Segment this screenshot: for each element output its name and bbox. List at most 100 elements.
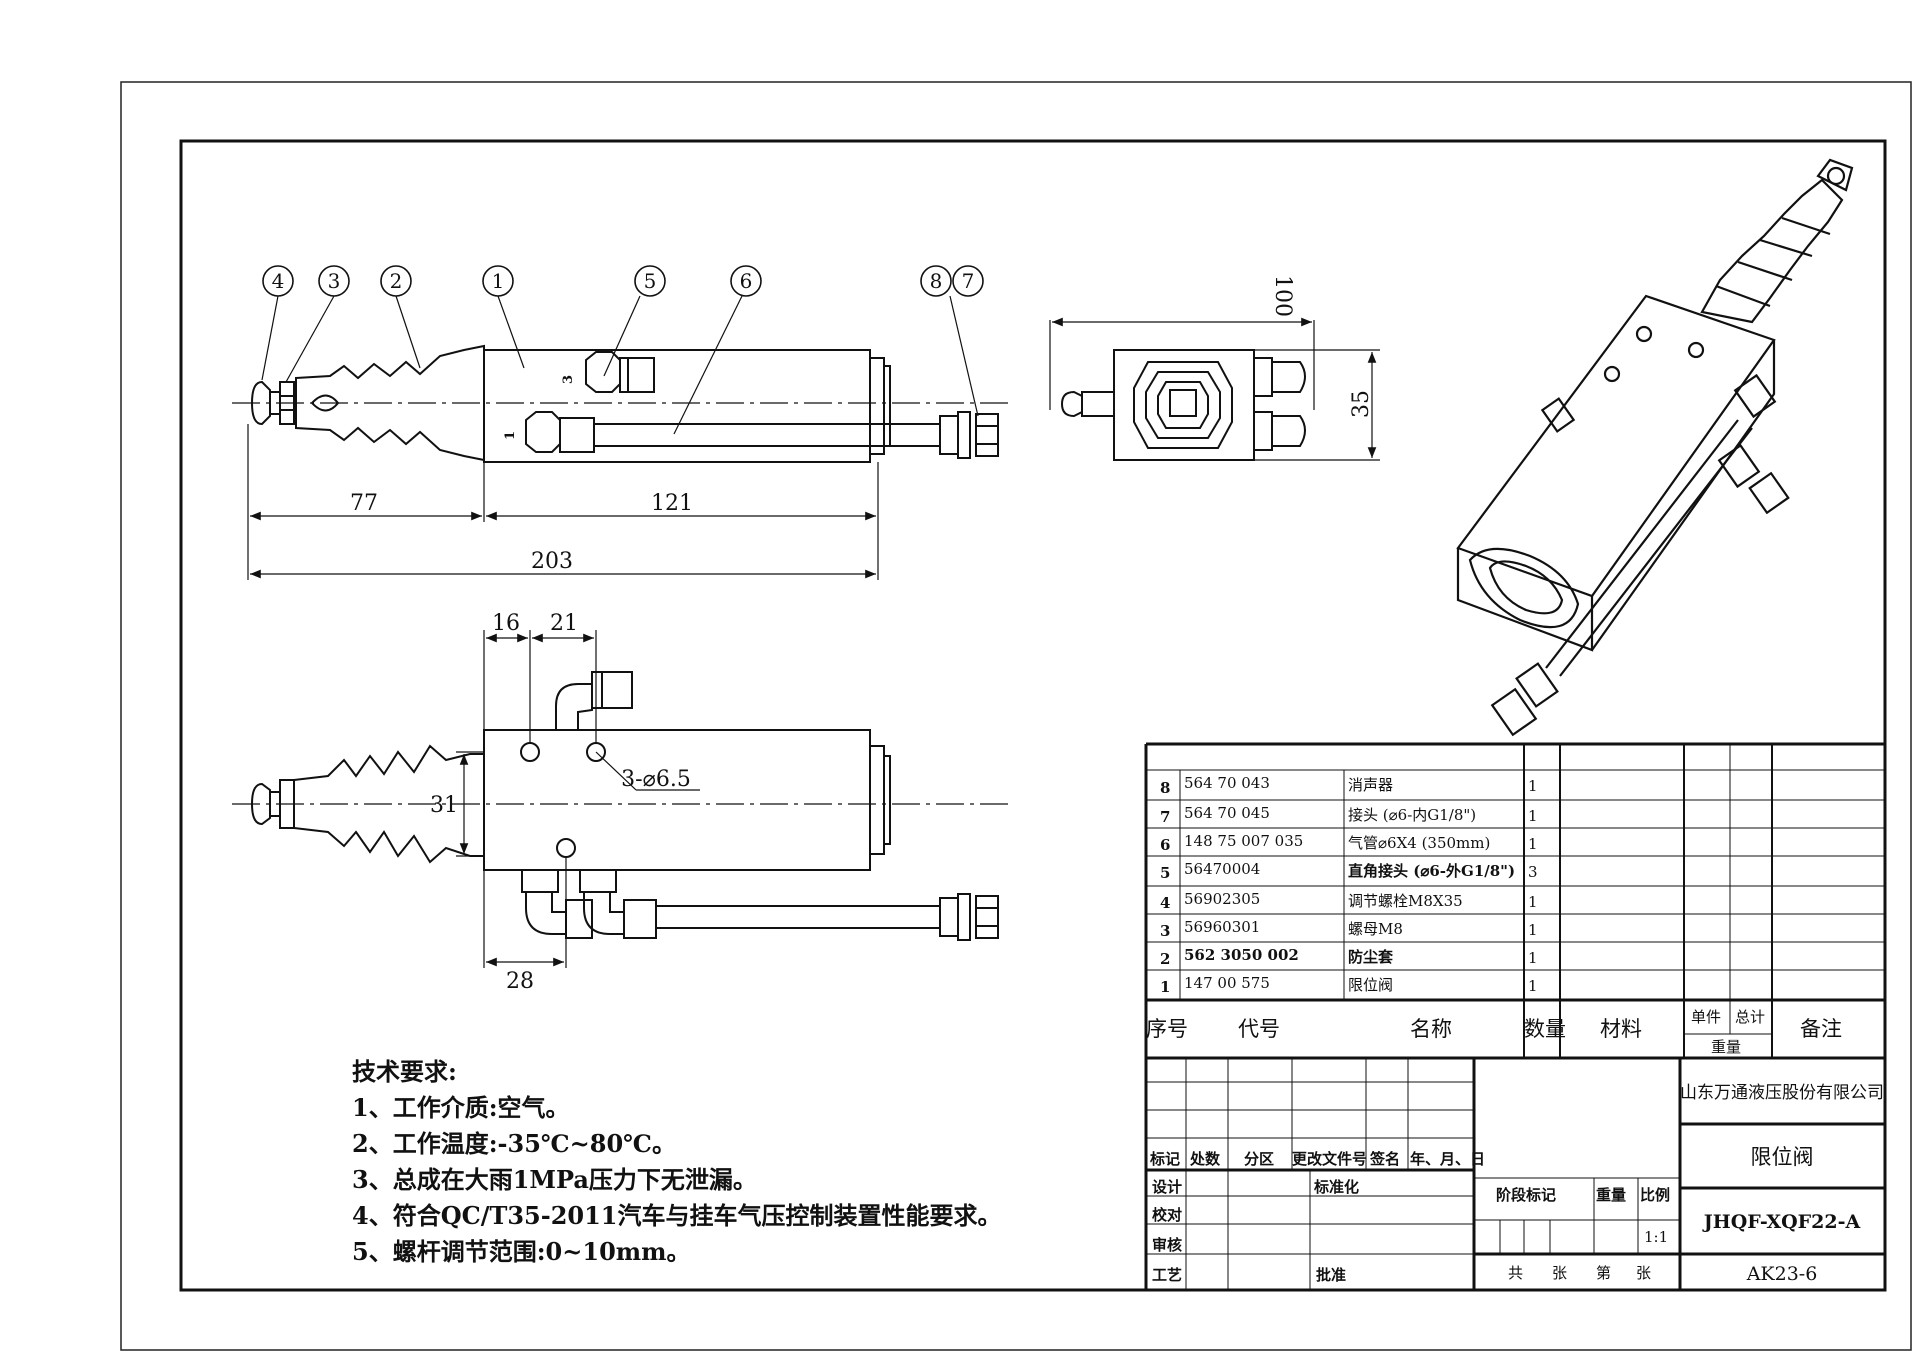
rev-header-sign: 签名 [1369, 1150, 1400, 1168]
bom-name: 限位阀 [1348, 976, 1393, 994]
bom-no: 3 [1160, 922, 1170, 940]
balloon-8 [920, 265, 952, 297]
bom-qty: 1 [1528, 835, 1538, 853]
side-view [1060, 349, 1306, 461]
bom-no: 4 [1160, 894, 1170, 912]
requirement-item: 1、工作介质:空气。 [352, 1093, 570, 1122]
bom-name: 消声器 [1348, 776, 1393, 794]
dim-31: 31 [430, 793, 458, 818]
dim-16: 16 [492, 611, 520, 636]
bom-header-remark: 备注 [1800, 1017, 1842, 1041]
bom-no: 5 [1160, 864, 1170, 882]
bom-name: 调节螺栓M8X35 [1348, 892, 1463, 910]
port-label-1: 1 [503, 431, 518, 440]
balloon-2 [380, 265, 412, 297]
bom-code: 564 70 045 [1184, 804, 1270, 822]
bom-code: 148 75 007 035 [1184, 832, 1303, 850]
bom-table [1144, 742, 1885, 1290]
tb-sheet-no-unit: 张 [1636, 1264, 1651, 1282]
tb-scale: 比例 [1640, 1186, 1670, 1204]
rev-header-count: 处数 [1189, 1150, 1221, 1168]
dim-100: 100 [1270, 275, 1295, 317]
bom-name: 接头 (⌀6-内G1/8") [1348, 806, 1476, 824]
rev-header-doc: 更改文件号 [1292, 1150, 1367, 1168]
balloon-4 [262, 265, 294, 297]
rev-header-date: 年、月、日 [1410, 1150, 1485, 1168]
bom-header-unit: 单件 [1691, 1008, 1721, 1026]
bom-no: 2 [1160, 950, 1170, 968]
bom-code: 56470004 [1184, 860, 1260, 878]
inner-frame [179, 139, 1887, 1292]
dim-203: 203 [531, 549, 573, 574]
bom-code: 562 3050 002 [1184, 946, 1299, 964]
tb-sheet-total-label: 共 [1508, 1264, 1523, 1282]
rev-header-zone: 分区 [1244, 1150, 1274, 1168]
tb-process: 工艺 [1152, 1266, 1182, 1284]
dim-holes: 3-⌀6.5 [621, 767, 691, 792]
requirement-item: 2、工作温度:-35℃~80℃。 [352, 1129, 676, 1158]
balloon-label-1: 1 [492, 269, 505, 293]
isometric-view [1456, 158, 1854, 737]
balloon-label-6: 6 [740, 269, 753, 293]
tb-approve: 批准 [1316, 1266, 1346, 1284]
balloon-label-4: 4 [272, 269, 285, 293]
bom-no: 1 [1160, 978, 1170, 996]
bom-code: 56902305 [1184, 890, 1260, 908]
tb-stage: 阶段标记 [1496, 1186, 1556, 1204]
rev-header-mark: 标记 [1149, 1150, 1180, 1168]
bom-name: 防尘套 [1348, 948, 1394, 966]
balloon-label-3: 3 [328, 269, 341, 293]
dim-21: 21 [550, 611, 578, 636]
bom-code: 564 70 043 [1184, 774, 1270, 792]
front-dimensions [247, 424, 879, 580]
bom-qty: 1 [1528, 921, 1538, 939]
drawing-number: JHQF-XQF22-A [1702, 1211, 1861, 1233]
bom-qty: 3 [1528, 863, 1538, 881]
balloon-5 [634, 265, 666, 297]
outer-frame [120, 81, 1912, 1351]
bom-header-name: 名称 [1410, 1017, 1452, 1041]
balloon-6 [730, 265, 762, 297]
bom-name: 气管⌀6X4 (350mm) [1348, 834, 1490, 852]
bom-qty: 1 [1528, 777, 1538, 795]
tb-check: 校对 [1152, 1206, 1182, 1224]
dim-77: 77 [350, 491, 378, 516]
balloon-label-8: 8 [930, 269, 943, 293]
bom-rows: 8 564 70 043 消声器 1 7 564 70 045 接头 (⌀6-内… [1160, 774, 1538, 996]
drawing-code: AK23-6 [1746, 1263, 1818, 1285]
top-view [232, 671, 1010, 941]
dim-121: 121 [651, 491, 693, 516]
tb-scale-value: 1:1 [1644, 1228, 1668, 1246]
dim-28: 28 [506, 969, 534, 994]
side-dimensions [1049, 317, 1380, 461]
bom-header-code: 代号 [1238, 1017, 1280, 1041]
title-block [1146, 1058, 1885, 1290]
tb-standard: 标准化 [1313, 1178, 1359, 1196]
requirement-item: 4、符合QC/T35-2011汽车与挂车气压控制装置性能要求。 [352, 1201, 1002, 1230]
bom-header-qty: 数量 [1524, 1017, 1566, 1041]
bom-code: 56960301 [1184, 918, 1260, 936]
bom-code: 147 00 575 [1184, 974, 1270, 992]
port-label-3: 3 [561, 375, 576, 384]
tb-design: 设计 [1152, 1178, 1182, 1196]
top-dimensions [456, 630, 597, 968]
balloon-group [262, 265, 984, 297]
bom-qty: 1 [1528, 977, 1538, 995]
balloon-label-2: 2 [390, 269, 403, 293]
bom-header-weight: 重量 [1711, 1038, 1741, 1056]
tb-weight: 重量 [1596, 1186, 1626, 1204]
dim-35: 35 [1349, 390, 1374, 418]
bom-name: 直角接头 (⌀6-外G1/8") [1348, 862, 1515, 880]
company-name: 山东万通液压股份有限公司 [1680, 1083, 1884, 1103]
bom-header-material: 材料 [1600, 1017, 1642, 1041]
requirement-item: 3、总成在大雨1MPa压力下无泄漏。 [352, 1165, 757, 1194]
tb-review: 审核 [1152, 1236, 1182, 1254]
bom-no: 6 [1160, 836, 1170, 854]
bom-qty: 1 [1528, 807, 1538, 825]
requirement-item: 5、螺杆调节范围:0~10mm。 [352, 1237, 691, 1266]
bom-no: 8 [1160, 779, 1170, 797]
part-name: 限位阀 [1751, 1145, 1814, 1169]
requirements-title: 技术要求: [352, 1057, 457, 1086]
bom-qty: 1 [1528, 893, 1538, 911]
front-view [232, 295, 1010, 463]
